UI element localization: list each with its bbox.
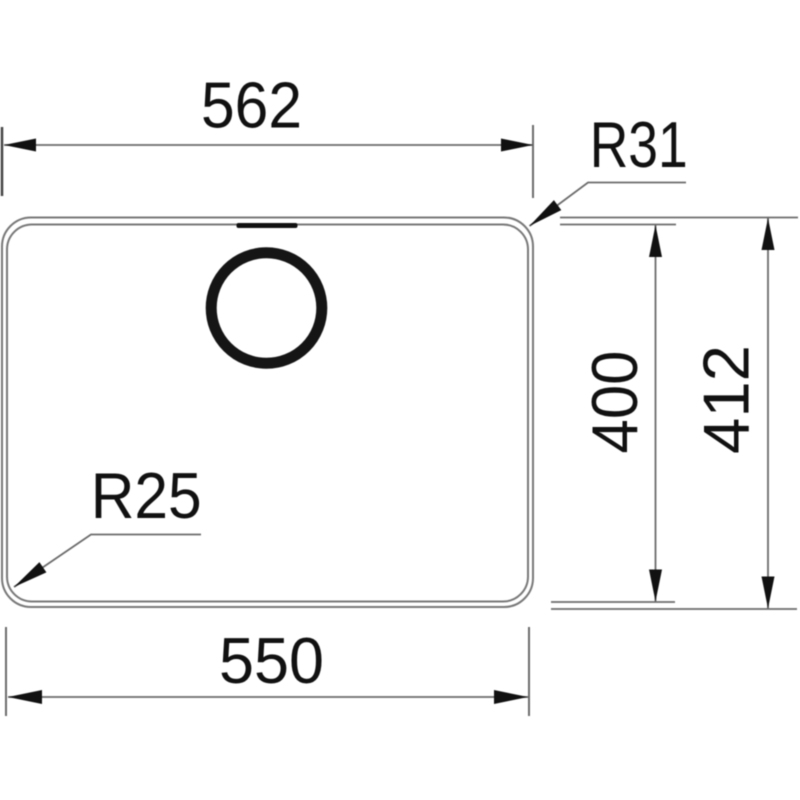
svg-text:562: 562 — [201, 69, 302, 142]
svg-text:R25: R25 — [91, 459, 202, 532]
svg-text:412: 412 — [690, 345, 763, 454]
svg-text:550: 550 — [219, 624, 324, 697]
svg-text:R31: R31 — [590, 108, 688, 181]
svg-text:400: 400 — [578, 351, 651, 454]
